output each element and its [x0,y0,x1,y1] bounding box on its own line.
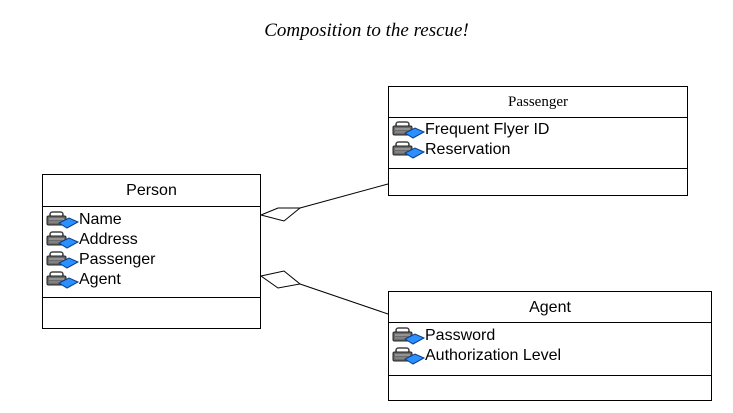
attribute-icon [46,251,79,269]
attribute-row: Agent [43,270,260,290]
attribute-icon [392,347,425,365]
attribute-row: Reservation [389,140,687,160]
attribute-icon [46,231,79,249]
class-name: Agent [389,292,711,323]
class-passenger: Passenger Frequent Flyer ID Reservation [388,86,688,196]
composition-diamond [259,270,302,289]
association-line [299,283,389,315]
attribute-label: Frequent Flyer ID [425,121,550,138]
composition-diamond [259,207,302,222]
attribute-label: Passenger [79,251,156,268]
attribute-row: Address [43,230,260,250]
association-line [299,183,389,209]
composition-person-agent [259,270,389,315]
attribute-label: Reservation [425,141,511,158]
class-agent: Agent Password Authorization Level [388,291,712,401]
diagram-title: Composition to the rescue! [264,20,469,41]
class-name: Person [43,175,260,207]
class-person: Person Name Address Passenger Agent [42,174,261,329]
attribute-icon [392,141,425,159]
attribute-label: Agent [79,271,121,288]
class-name: Passenger [389,87,687,118]
attribute-label: Authorization Level [425,347,562,364]
attribute-icon [46,271,79,289]
attributes-compartment: Password Authorization Level [389,323,711,376]
attribute-row: Passenger [43,250,260,270]
attribute-icon [392,121,425,139]
attribute-row: Password [389,326,711,346]
attribute-label: Password [425,327,496,344]
attribute-icon [46,211,79,229]
attribute-row: Name [43,210,260,230]
attribute-row: Frequent Flyer ID [389,120,687,140]
attribute-label: Address [79,231,138,248]
attribute-label: Name [79,211,122,228]
attributes-compartment: Name Address Passenger Agent [43,207,260,298]
composition-person-passenger [259,183,389,222]
attributes-compartment: Frequent Flyer ID Reservation [389,118,687,169]
attribute-icon [392,327,425,345]
attribute-row: Authorization Level [389,346,711,366]
